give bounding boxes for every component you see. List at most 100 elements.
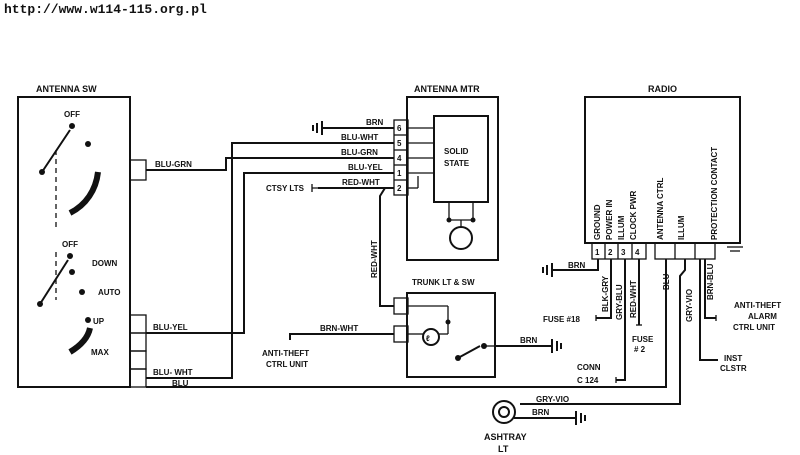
wire-label-brn-mtr: BRN: [366, 118, 384, 127]
wire-brn-wht: [289, 333, 394, 340]
label-anti-theft-alarm-3: CTRL UNIT: [733, 323, 775, 332]
wire-blu-grn: [146, 157, 394, 171]
wire-illum-clstr: [699, 259, 718, 361]
radio-pin-2: 2: [608, 248, 613, 257]
wire-label-blu-grn-sw: BLU-GRN: [155, 160, 192, 169]
label-fuse-2-a: FUSE: [632, 335, 654, 344]
wire-label-brn-ashtray: BRN: [532, 408, 550, 417]
trunk-terminal-2: [393, 325, 409, 343]
wire-label-brn-trunk: BRN: [520, 336, 538, 345]
wire-label-brn-wht: BRN-WHT: [320, 324, 358, 333]
label-conn-2: C 124: [577, 376, 599, 385]
pos-up: UP: [93, 317, 105, 326]
sw-terminal-1: [129, 314, 147, 334]
wire-blu-yel: [146, 172, 394, 334]
wire-blu: [146, 259, 667, 388]
sw-terminal-4: [129, 368, 147, 388]
label-anti-theft-alarm-1: ANTI-THEFT: [734, 301, 781, 310]
pin-4: 4: [397, 154, 402, 163]
label-fuse-2-b: # 2: [634, 345, 646, 354]
trunk-switch-blade: [457, 345, 481, 359]
label-inst-clstr-2: CLSTR: [720, 364, 747, 373]
wire-label-red-wht-vertical: RED-WHT: [370, 240, 379, 278]
wire-label-gry-blu: GRY-BLU: [615, 284, 624, 320]
ashtray-lamp: [492, 400, 516, 424]
antenna-motor: ANTENNA MTR 6 5 4 1 2 SOLID STATE: [393, 84, 499, 261]
wire-label-blk-gry: BLK-GRY: [601, 275, 610, 312]
trunk-light-switch: TRUNK LT & SW ℓ: [393, 278, 496, 378]
antenna-motor-title: ANTENNA MTR: [414, 84, 480, 94]
pos-down: DOWN: [92, 259, 118, 268]
solid-state-module: [433, 115, 489, 203]
wire-label-brn-blu: BRN-BLU: [706, 263, 715, 300]
wire-blk-gry: [596, 259, 612, 319]
label-ashtray-2: LT: [498, 444, 509, 454]
contact-auto: [79, 289, 85, 295]
wire-label-red-wht-radio: RED-WHT: [629, 280, 638, 318]
source-url: http://www.w114-115.org.pl: [4, 2, 207, 17]
wire-label-gry-vio-ashtray: GRY-VIO: [536, 395, 569, 404]
radio-connector-2: [654, 242, 716, 260]
ashtray-light: GRY-VIO BRN ASHTRAY LT: [484, 395, 681, 454]
contact-off-1: [69, 123, 75, 129]
pin-6: 6: [397, 124, 402, 133]
contact-off-2: [67, 253, 73, 259]
pos-off-1: OFF: [64, 110, 80, 119]
sw-terminal-top: [129, 159, 147, 181]
wire-label-blu-wht-sw: BLU- WHT: [153, 368, 193, 377]
label-anti-theft-ctrl-1: ANTI-THEFT: [262, 349, 309, 358]
wire-label-brn-radio: BRN: [568, 261, 586, 270]
wire-red-wht-trunk: [379, 187, 394, 307]
wire-label-blu-grn-mtr: BLU-GRN: [341, 148, 378, 157]
radio-connector: [591, 242, 647, 260]
label-inst-clstr-1: INST: [724, 354, 742, 363]
wire-label-blu-wht-mtr: BLU-WHT: [341, 133, 378, 142]
wire-gry-vio-ashtray: [520, 396, 681, 405]
label-fuse-18: FUSE #18: [543, 315, 580, 324]
wire-gry-blu: [616, 259, 626, 381]
label-anti-theft-ctrl-2: CTRL UNIT: [266, 360, 308, 369]
wire-label-red-wht-mtr: RED-WHT: [342, 178, 380, 187]
radio-fn-ground: GROUND: [593, 204, 602, 240]
pin-2: 2: [397, 184, 402, 193]
radio-fn-illum-1: ILLUM: [617, 215, 626, 240]
state-label: STATE: [444, 159, 470, 168]
wire-gry-vio-radio: [679, 259, 686, 396]
radio: RADIO GROUND POWER IN ILLUM CLOCK PWR AN…: [584, 84, 743, 260]
contact-1b: [85, 141, 91, 147]
wire-label-blu-yel-mtr: BLU-YEL: [348, 163, 383, 172]
radio-fn-illum-2: ILLUM: [677, 215, 686, 240]
wire-label-blu-sw: BLU: [172, 379, 189, 388]
pin-1: 1: [397, 169, 402, 178]
antenna-switch: ANTENNA SW OFF OFF DOWN AUTO UP MAX: [17, 84, 147, 388]
radio-pin-4: 4: [635, 248, 640, 257]
radio-fn-antenna-ctrl: ANTENNA CTRL: [656, 178, 665, 240]
trunk-box: [406, 292, 496, 378]
radio-pin-3: 3: [621, 248, 626, 257]
radio-pin-1: 1: [595, 248, 600, 257]
pin-5: 5: [397, 139, 402, 148]
wire-brn-blu: [704, 259, 716, 319]
wire-brn-radio: [552, 259, 599, 271]
label-ashtray-1: ASHTRAY: [484, 432, 527, 442]
switch-blade-1: [41, 129, 71, 173]
pos-max: MAX: [91, 348, 109, 357]
trunk-lamp: [422, 328, 440, 346]
antenna-switch-title: ANTENNA SW: [36, 84, 97, 94]
radio-fn-power-in: POWER IN: [605, 199, 614, 240]
label-anti-theft-alarm-2: ALARM: [748, 312, 777, 321]
svg-text:ℓ: ℓ: [426, 334, 430, 343]
switch-blade-2: [39, 259, 69, 305]
sw-terminal-2: [129, 332, 147, 352]
motor-symbol: [449, 226, 473, 250]
radio-fn-protection: PROTECTION CONTACT: [710, 147, 719, 240]
label-conn-1: CONN: [577, 363, 601, 372]
radio-fn-clock-pwr: CLOCK PWR: [629, 190, 638, 240]
label-ctsy-lts: CTSY LTS: [266, 184, 305, 193]
arc-contact-1: [68, 171, 101, 216]
trunk-terminal-1: [393, 297, 409, 315]
contact-up: [85, 317, 91, 323]
solid-label: SOLID: [444, 147, 469, 156]
arc-contact-2: [68, 327, 93, 355]
